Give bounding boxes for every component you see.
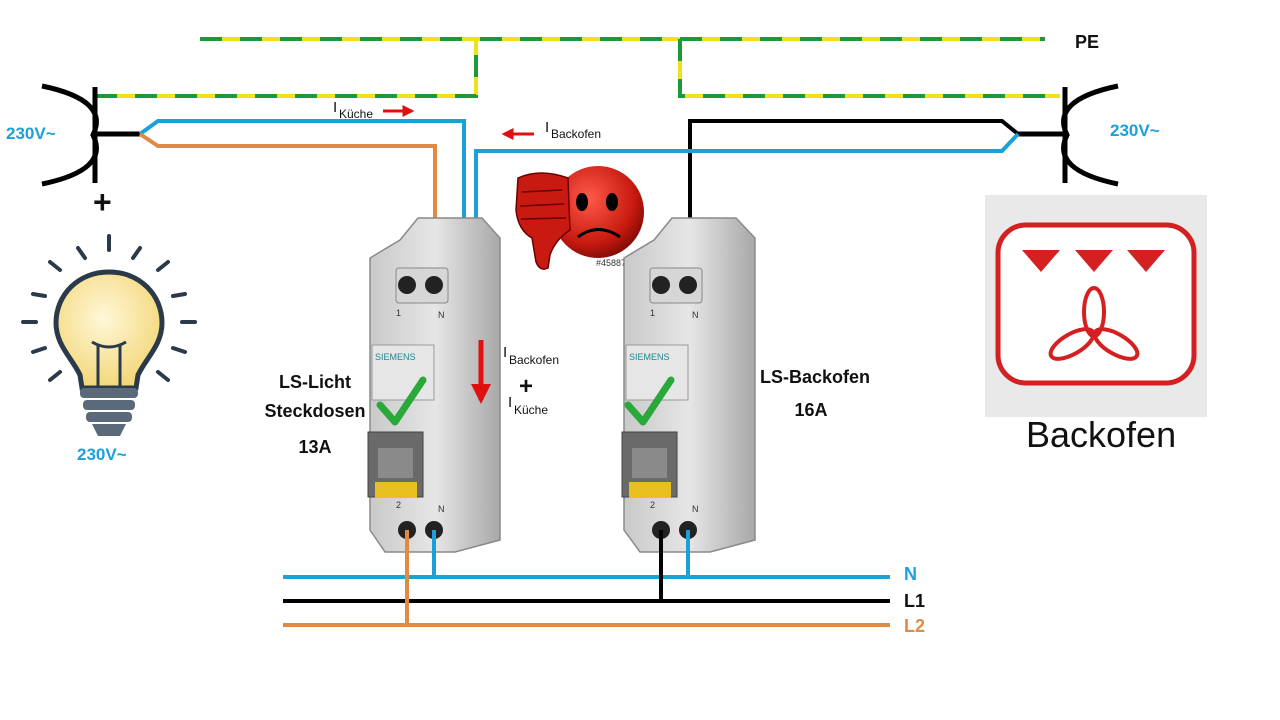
svg-text:Steckdosen: Steckdosen [264, 401, 365, 421]
svg-text:16A: 16A [794, 400, 827, 420]
svg-text:N: N [438, 504, 445, 514]
bus-bars [283, 575, 890, 627]
breaker-left-label: LS-Licht Steckdosen 13A [264, 372, 365, 457]
breaker-left: 1 N SIEMENS 2 N [367, 217, 501, 553]
left-circuit-wires [138, 119, 466, 240]
svg-text:Küche: Küche [514, 403, 548, 417]
svg-text:LS-Licht: LS-Licht [279, 372, 351, 392]
right-circuit-wires [474, 119, 1020, 240]
svg-text:N: N [438, 310, 445, 320]
breaker-left-terminal-top-n [425, 276, 443, 294]
svg-text:2: 2 [396, 500, 401, 510]
svg-text:I: I [545, 119, 549, 136]
voltage-left-socket: 230V~ [6, 124, 56, 143]
breaker-right: 1 N SIEMENS 2 N [621, 217, 756, 553]
svg-text:N: N [692, 504, 699, 514]
pe-conductor [95, 37, 1060, 98]
svg-text:13A: 13A [298, 437, 331, 457]
light-bulb-icon [21, 234, 197, 436]
svg-text:Küche: Küche [339, 107, 373, 121]
svg-text:I: I [508, 394, 512, 411]
svg-text:1: 1 [650, 308, 655, 318]
svg-text:2: 2 [650, 500, 655, 510]
plus-sign: + [93, 184, 112, 220]
socket-right-icon [1018, 83, 1119, 187]
watermark-text: #45887653 [596, 258, 641, 268]
bus-label-n: N [904, 564, 917, 584]
breaker-left-terminal-top-1 [398, 276, 416, 294]
current-label-backofen-top: I Backofen [545, 119, 601, 141]
checkmark-icon [624, 376, 675, 426]
svg-text:Backofen: Backofen [509, 353, 559, 367]
svg-text:N: N [692, 310, 699, 320]
checkmark-icon [376, 376, 427, 426]
voltage-right-socket: 230V~ [1110, 121, 1160, 140]
breaker-left-brand: SIEMENS [375, 352, 416, 362]
voltage-bulb: 230V~ [77, 445, 127, 464]
current-label-kueche-top: I Küche [333, 99, 373, 121]
svg-text:Backofen: Backofen [551, 127, 601, 141]
bus-label-l1: L1 [904, 591, 925, 611]
current-sum-plus: + [519, 373, 533, 400]
breaker-drops [405, 530, 690, 625]
svg-text:LS-Backofen: LS-Backofen [760, 367, 870, 387]
breaker-right-label: LS-Backofen 16A [760, 367, 870, 420]
bus-label-l2: L2 [904, 616, 925, 636]
sad-thumbs-down-icon: #45887653 [508, 165, 644, 271]
oven-fan-icon [985, 195, 1207, 417]
svg-text:I: I [503, 344, 507, 361]
svg-text:I: I [333, 99, 337, 116]
socket-left-icon [41, 83, 140, 187]
breaker-right-terminal-top-n [679, 276, 697, 294]
current-label-kueche-sum: I Küche [508, 394, 548, 417]
breaker-right-terminal-top-1 [652, 276, 670, 294]
oven-caption: Backofen [1026, 414, 1176, 455]
breaker-right-brand: SIEMENS [629, 352, 670, 362]
pe-label: PE [1075, 32, 1099, 52]
svg-text:1: 1 [396, 308, 401, 318]
current-label-backofen-sum: I Backofen [503, 344, 559, 367]
